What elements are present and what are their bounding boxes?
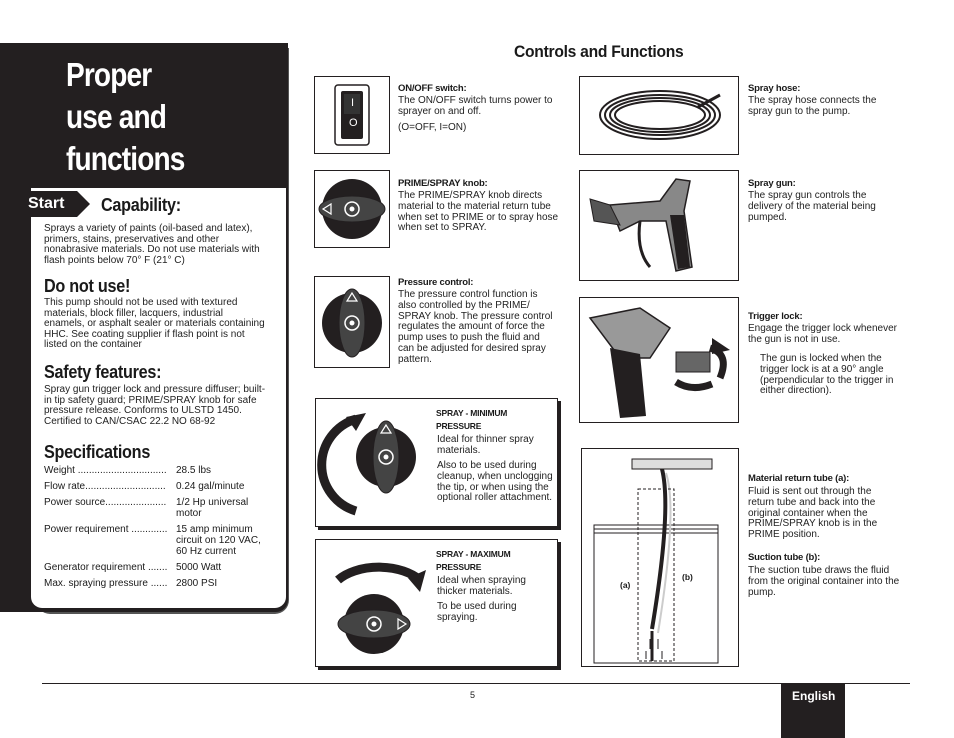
start-tab: Start <box>18 191 90 217</box>
spray-minimum-panel <box>315 398 558 527</box>
hose-text: The spray hose connects the spray gun to… <box>748 95 877 117</box>
spec-label: Power source...................... <box>44 497 167 508</box>
onoff-title: ON/OFF switch: <box>398 83 467 94</box>
trigger-lock-text1: Engage the trigger lock whenever the gun… <box>748 323 897 345</box>
spec-row-weight: Weight ................................ … <box>44 465 211 479</box>
controls-heading: Controls and Functions <box>514 42 684 61</box>
page-number: 5 <box>470 690 476 700</box>
pressure-title: Pressure control: <box>398 277 474 288</box>
bucket-tubes-image: (a) (b) <box>581 448 739 667</box>
pressure-control-image <box>314 276 390 368</box>
switch-on-symbol: I <box>351 97 355 109</box>
spec-label: Weight ................................ <box>44 465 167 476</box>
title-line-2: use and <box>66 98 167 135</box>
spec-row-power-source: Power source...................... 1/2 H… <box>44 497 248 519</box>
spec-label: Power requirement ............. <box>44 524 168 535</box>
hose-title: Spray hose: <box>748 83 801 94</box>
safety-heading: Safety features: <box>44 362 162 382</box>
spray-gun-image <box>579 170 739 281</box>
spec-label: Generator requirement ....... <box>44 562 168 573</box>
return-tube-title: Material return tube (a): <box>748 473 850 484</box>
do-not-use-heading: Do not use! <box>44 276 131 296</box>
specifications-heading: Specifications <box>44 442 151 462</box>
label-b: (b) <box>682 572 693 582</box>
spec-row-flow-rate: Flow rate............................. 0… <box>44 481 244 495</box>
spray-hose-image <box>579 76 739 155</box>
suction-tube-title: Suction tube (b): <box>748 552 821 563</box>
spec-value: 28.5 lbs <box>176 465 212 476</box>
language-tab: English <box>781 684 845 738</box>
onoff-note: (O=OFF, I=ON) <box>398 122 467 133</box>
spec-row-max-pressure: Max. spraying pressure ...... 2800 PSI <box>44 578 217 592</box>
footer-rule <box>42 683 910 684</box>
capability-text: Sprays a variety of paints (oil-based an… <box>44 223 260 266</box>
prime-spray-title: PRIME/SPRAY knob: <box>398 178 488 189</box>
spray-max-title: SPRAY - MAXIMUM PRESSURE <box>436 549 511 572</box>
spec-value: 15 amp minimum circuit on 120 VAC, 60 Hz… <box>176 524 261 557</box>
spray-min-title: SPRAY - MINIMUM PRESSURE <box>436 408 508 431</box>
spray-max-text2: To be used during spraying. <box>437 601 517 623</box>
safety-text: Spray gun trigger lock and pressure diff… <box>44 384 266 427</box>
prime-spray-text: The PRIME/SPRAY knob directs material to… <box>398 190 559 234</box>
spec-value: 2800 PSI <box>176 578 218 589</box>
return-tube-text: Fluid is sent out through the return tub… <box>748 486 878 541</box>
spec-value: 5000 Watt <box>176 562 222 573</box>
spec-label: Flow rate............................. <box>44 481 166 492</box>
onoff-text: The ON/OFF switch turns power to sprayer… <box>398 95 553 117</box>
spray-maximum-panel <box>315 539 558 667</box>
gun-text: The spray gun controls the delivery of t… <box>748 190 876 223</box>
spec-label: Max. spraying pressure ...... <box>44 578 168 589</box>
spray-min-text1: Ideal for thinner spray materials. <box>437 434 534 456</box>
spec-row-power-requirement: Power requirement ............. 15 amp m… <box>44 524 261 557</box>
spec-row-generator: Generator requirement ....... 5000 Watt <box>44 562 221 576</box>
trigger-lock-text2: The gun is locked when the trigger lock … <box>760 353 894 397</box>
onoff-switch-image: I O <box>314 76 390 154</box>
page-title: Proper use and functions <box>66 54 185 180</box>
spec-value: 1/2 Hp universal motor <box>176 497 249 519</box>
label-a: (a) <box>620 580 631 590</box>
left-content-panel <box>30 188 287 609</box>
title-line-3: functions <box>66 140 185 177</box>
gun-title: Spray gun: <box>748 178 796 189</box>
capability-heading: Capability: <box>101 195 181 215</box>
switch-off-symbol: O <box>349 117 358 129</box>
prime-spray-knob-image <box>314 170 390 248</box>
spray-min-text2: Also to be used during cleanup, when unc… <box>437 460 553 504</box>
title-line-1: Proper <box>66 56 152 93</box>
trigger-lock-image <box>579 297 739 423</box>
do-not-use-text: This pump should not be used with textur… <box>44 297 265 350</box>
spray-max-text1: Ideal when spraying thicker materials. <box>437 575 526 597</box>
trigger-lock-title: Trigger lock: <box>748 311 803 322</box>
spec-value: 0.24 gal/minute <box>176 481 245 492</box>
pressure-text: The pressure control function is also co… <box>398 289 553 365</box>
suction-tube-text: The suction tube draws the fluid from th… <box>748 565 900 598</box>
